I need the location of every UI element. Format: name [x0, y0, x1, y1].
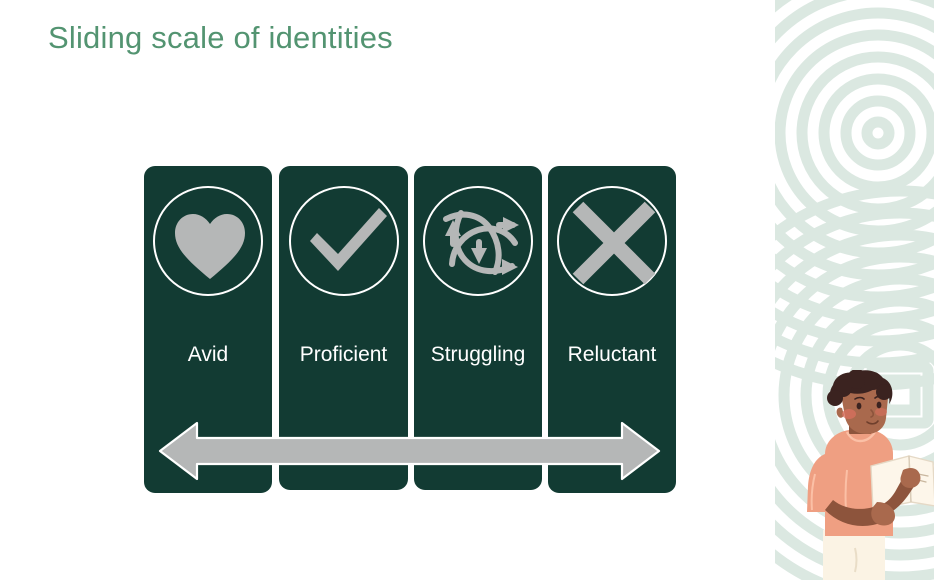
heart-icon [153, 186, 263, 296]
identity-card-proficient[interactable]: Proficient [279, 166, 408, 490]
cross-icon [557, 186, 667, 296]
decorative-side-panel [775, 0, 934, 580]
identity-card-label: Reluctant [567, 343, 657, 366]
identity-card-struggling[interactable]: Struggling [414, 166, 542, 490]
page-title: Sliding scale of identities [48, 20, 393, 55]
identity-card-label: Struggling [430, 343, 526, 366]
identity-card-reluctant[interactable]: Reluctant [548, 166, 676, 493]
tangled-arrows-icon [423, 186, 533, 296]
identity-card-label: Proficient [299, 343, 388, 366]
identity-card-avid[interactable]: Avid [144, 166, 272, 493]
person-reading-book-illustration [807, 370, 934, 580]
scale-diagram: Avid Proficient [144, 166, 676, 494]
identity-card-label: Avid [187, 343, 229, 366]
check-icon [288, 186, 399, 296]
